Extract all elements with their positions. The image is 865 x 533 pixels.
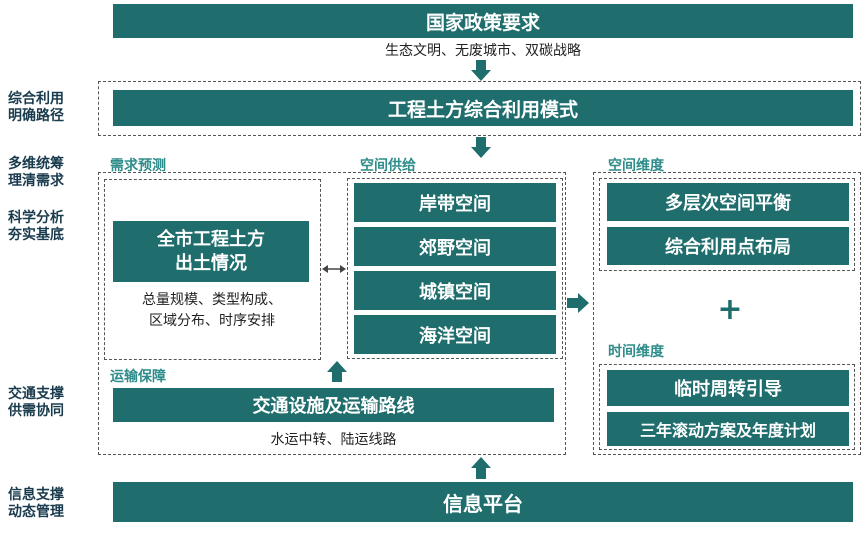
section-label-transport: 运输保障 bbox=[110, 369, 166, 385]
demand-frame bbox=[104, 179, 321, 360]
side-label-line: 多维统筹 bbox=[8, 156, 64, 172]
time-dim-frame bbox=[599, 364, 855, 450]
policy-subtitle: 生态文明、无废城市、双碳战略 bbox=[385, 43, 581, 59]
time-dim-item: 三年滚动方案及年度计划 bbox=[607, 412, 849, 446]
arrow-down-icon bbox=[471, 137, 491, 158]
platform-box: 信息平台 bbox=[113, 482, 853, 522]
arrow-up-icon bbox=[471, 457, 491, 479]
time-dim-item: 临时周转引导 bbox=[607, 370, 849, 406]
plus-icon: + bbox=[717, 292, 743, 327]
mode-box: 工程土方综合利用模式 bbox=[113, 90, 853, 126]
section-label-time-dim: 时间维度 bbox=[608, 344, 664, 360]
demand-box-line: 全市工程土方 bbox=[157, 228, 265, 250]
space-dim-frame bbox=[599, 178, 855, 271]
demand-note-line: 总量规模、类型构成、 bbox=[142, 292, 282, 308]
side-label-line: 动态管理 bbox=[8, 504, 64, 520]
side-label-line: 理清需求 bbox=[8, 173, 64, 189]
supply-item: 岸带空间 bbox=[354, 183, 556, 222]
demand-box-line: 出土情况 bbox=[175, 252, 247, 274]
demand-note: 总量规模、类型构成、 区域分布、时序安排 bbox=[110, 290, 314, 332]
section-label-supply: 空间供给 bbox=[360, 158, 416, 174]
side-label-scientific-analysis: 科学分析 夯实基底 bbox=[8, 210, 64, 244]
section-label-demand: 需求预测 bbox=[110, 158, 166, 174]
dimension-frame bbox=[593, 172, 861, 455]
space-dim-item: 多层次空间平衡 bbox=[607, 183, 849, 221]
demand-box: 全市工程土方 出土情况 bbox=[113, 221, 309, 282]
side-label-line: 夯实基底 bbox=[8, 227, 64, 243]
supply-item: 郊野空间 bbox=[354, 227, 556, 266]
transport-note: 水运中转、陆运线路 bbox=[270, 432, 397, 448]
section-label-space-dim: 空间维度 bbox=[608, 158, 664, 174]
space-dim-item: 综合利用点布局 bbox=[607, 227, 849, 265]
side-label-line: 交通支撑 bbox=[8, 386, 64, 402]
side-label-transport-support: 交通支撑 供需协同 bbox=[8, 386, 64, 420]
side-label-comprehensive-use: 综合利用 明确路径 bbox=[8, 91, 64, 125]
supply-item: 海洋空间 bbox=[354, 315, 556, 354]
arrow-right-icon bbox=[567, 293, 589, 313]
transport-box: 交通设施及运输路线 bbox=[113, 388, 554, 422]
supply-frame bbox=[347, 178, 563, 359]
side-label-line: 科学分析 bbox=[8, 210, 64, 226]
policy-box: 国家政策要求 bbox=[113, 4, 853, 38]
mode-frame bbox=[98, 81, 861, 136]
side-label-multi-dim: 多维统筹 理清需求 bbox=[8, 156, 64, 190]
demand-note-line: 区域分布、时序安排 bbox=[149, 313, 275, 329]
supply-item: 城镇空间 bbox=[354, 271, 556, 310]
side-label-line: 供需协同 bbox=[8, 403, 64, 419]
arrow-down-icon bbox=[471, 60, 491, 81]
demand-supply-frame bbox=[98, 172, 566, 455]
double-arrow-icon bbox=[322, 265, 346, 273]
arrow-up-icon bbox=[327, 361, 347, 382]
side-label-line: 明确路径 bbox=[8, 108, 64, 124]
side-label-line: 综合利用 bbox=[8, 91, 64, 107]
side-label-line: 信息支撑 bbox=[8, 487, 64, 503]
side-label-info-support: 信息支撑 动态管理 bbox=[8, 487, 64, 521]
